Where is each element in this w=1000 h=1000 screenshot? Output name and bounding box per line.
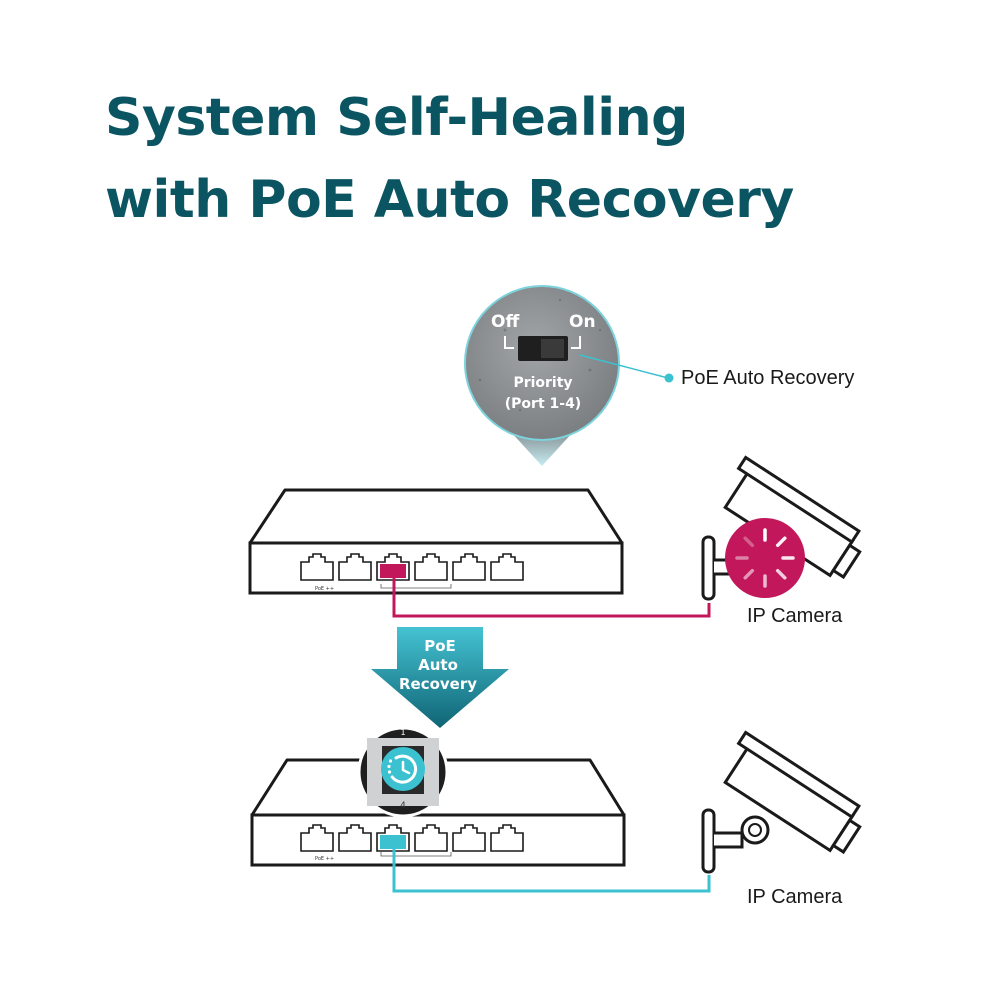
switch-bottom-ethernet-port-icon-1 [300,824,334,852]
switch-zoom-bubble: Off On Priority (Port 1-4) [464,285,620,466]
arrow-label-line-3: Recovery [399,675,477,693]
camera-bottom-joint-inner [748,823,762,837]
cable-fault [392,577,711,618]
switch-top-ports [300,553,524,581]
switch-top-ethernet-port-icon-4 [414,553,448,581]
arrow-label-line-1: PoE [424,637,456,655]
port-number-top: 1 [400,728,405,737]
poe-auto-recovery-arrow: PoE Auto Recovery [371,627,509,728]
switch-bottom-port-group [380,852,452,857]
switch-bottom-ethernet-port-icon-4 [414,824,448,852]
callout-dot [664,373,674,383]
callout-line [579,354,669,379]
switch-top-ethernet-port-icon-1 [300,553,334,581]
switch-bottom-ethernet-port-icon-2 [338,824,372,852]
camera-top-lens [831,543,862,580]
cable-recovered [392,848,711,893]
switch-top-ethernet-port-icon-6 [490,553,524,581]
switch-on-bracket [571,336,581,349]
camera-top-mount-plate [701,535,716,601]
switch-bottom-active-port-indicator [380,835,406,849]
camera-bottom [701,730,862,874]
switch-bottom-port-label: PoE ++ [315,856,334,862]
switch-top-port-label: PoE ++ [315,586,334,592]
switch-off-bracket [504,336,514,349]
camera-top-hood [736,455,861,545]
zoom-circle [464,285,620,441]
switch-on-label: On [569,312,596,332]
camera-top-label: IP Camera [747,605,843,627]
switch-bottom-ethernet-port-icon-5 [452,824,486,852]
switch-bottom-ports [300,824,524,852]
recovery-zoom-bubble: 1 4 [357,726,449,818]
camera-top [701,455,862,601]
switch-label-2: (Port 1-4) [505,396,581,412]
callout-label: PoE Auto Recovery [681,367,855,389]
page-title-line-1: System Self-Healing [105,88,688,148]
camera-bottom-label: IP Camera [747,886,843,908]
switch-top-active-port-indicator [380,564,406,578]
switch-bottom-ethernet-port-icon-6 [490,824,524,852]
switch-top: PoE ++ [248,488,624,595]
camera-bottom-lens [831,818,862,855]
switch-top-ethernet-port-icon-5 [452,553,486,581]
camera-bottom-mount-plate [701,808,716,874]
page-title-line-2: with PoE Auto Recovery [105,170,794,230]
switch-top-lid [248,488,624,545]
camera-bottom-arm [714,831,744,849]
port-number-bottom: 4 [400,801,406,811]
arrow-label-line-2: Auto [418,656,458,674]
switch-top-ethernet-port-icon-2 [338,553,372,581]
loading-icon [735,528,795,588]
camera-bottom-hood [736,730,861,820]
switch-top-port-group [380,584,452,589]
dip-switch-knob [541,339,564,358]
switch-label-1: Priority [513,375,572,391]
switch-off-label: Off [491,312,519,332]
arrow-shape [371,627,509,728]
recovery-icon [387,754,418,784]
